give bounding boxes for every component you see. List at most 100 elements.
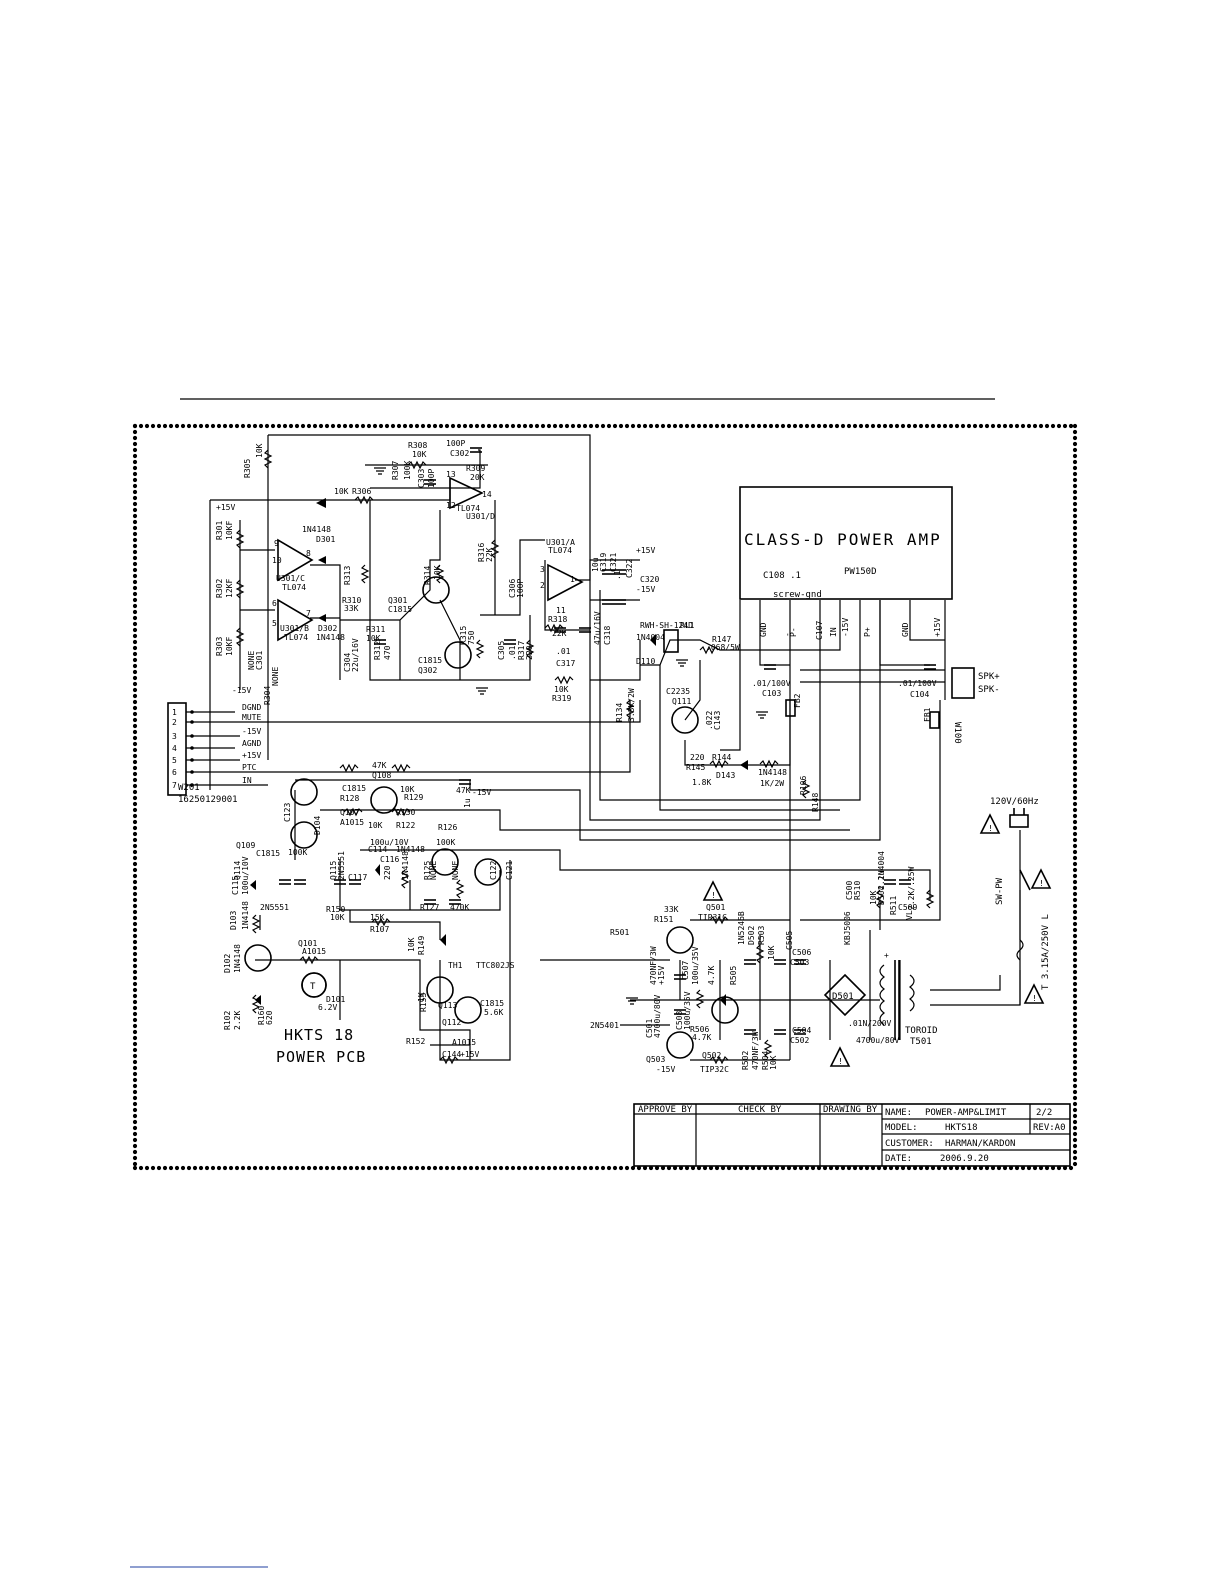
resistor <box>391 763 411 773</box>
component-label: C303 <box>417 469 426 488</box>
component-label: C104 <box>910 690 929 699</box>
component-label: 10K <box>869 890 878 905</box>
component-label: 2.2K <box>233 1011 242 1030</box>
resistor <box>525 639 535 659</box>
tb-check-by: CHECK BY <box>738 1105 782 1115</box>
component-label: RWH-SH-124D <box>640 621 693 630</box>
component-label: C103 <box>762 689 781 698</box>
component-label: 22u/16V <box>351 638 360 672</box>
resistor <box>801 779 811 799</box>
component-label: 12 <box>446 501 456 510</box>
svg-text:!: ! <box>1039 879 1044 888</box>
component-label: R310 <box>342 596 361 605</box>
component-label: 2.2u <box>877 871 886 890</box>
component-label: 100u/10V <box>370 838 409 847</box>
component-label: Q502 <box>702 1051 721 1060</box>
component-label: R147 <box>712 635 731 644</box>
resistor <box>455 879 465 899</box>
connector-pin-number: 4 <box>172 744 177 753</box>
component-label: 620 <box>265 1010 274 1025</box>
component-label: R511 <box>889 896 898 915</box>
component-label: GND <box>759 622 768 637</box>
component-label: Q107 <box>340 808 359 817</box>
component-label: 22K <box>552 629 567 638</box>
component-label: Q302 <box>418 666 437 675</box>
component-label: R319 <box>552 694 571 703</box>
component-label: 1N4148 <box>241 901 250 930</box>
component-label: C317 <box>556 659 575 668</box>
component-label: 4700u/80V <box>653 994 662 1038</box>
relay-rl1 <box>663 629 679 653</box>
component-label: 5 <box>272 619 277 628</box>
component-label: R305 <box>243 459 252 478</box>
component-label: 10K <box>366 634 381 643</box>
component-label: R505 <box>729 966 738 985</box>
component-label: R504 <box>761 1051 770 1070</box>
component-label: R303 <box>215 637 224 656</box>
amp-c108-label: C108 .1 <box>763 571 801 581</box>
component-label: +15V <box>460 1050 479 1059</box>
tb-model-value: HKTS18 <box>945 1123 978 1133</box>
component-label: R309 <box>466 464 485 473</box>
component-label: C504 <box>792 1026 811 1035</box>
component-label: 470K <box>450 903 469 912</box>
component-label: R317 <box>517 641 526 660</box>
component-label: TL074 <box>282 583 306 592</box>
component-label: R106 <box>799 776 808 795</box>
component-label: 4.7K <box>707 966 716 985</box>
board-title-line1: HKTS 18 <box>284 1026 354 1044</box>
component-label: 220 <box>383 865 392 880</box>
component-label: 10KF <box>225 637 234 656</box>
component-label: -15V <box>656 1065 675 1074</box>
component-label: NONE <box>247 651 256 670</box>
component-label: C506 <box>792 948 811 957</box>
component-label: D302 <box>318 624 337 633</box>
component-label: D110 <box>636 657 655 666</box>
mains-input: 120V/60Hz SW-PW T 3.15A/250V L <box>990 797 1051 990</box>
component-label: +15V <box>636 546 655 555</box>
component-label: GND <box>901 622 910 637</box>
connector-pin-number: 2 <box>172 718 177 727</box>
component-label: P- <box>789 627 798 637</box>
component-label: R502 <box>741 1051 750 1070</box>
component-label: R144 <box>712 753 731 762</box>
component-label: D504 <box>877 886 886 905</box>
component-label: 1.8K <box>692 778 711 787</box>
component-label: R316 <box>477 543 486 562</box>
connector-w201-ref: W201 <box>178 783 200 793</box>
component-label: C1815 <box>388 605 412 614</box>
warning-icon: ! <box>979 813 1001 834</box>
component-label: C305 <box>497 641 506 660</box>
component-label: 10K <box>400 785 415 794</box>
component-label: Q101 <box>298 939 317 948</box>
resistor <box>400 869 410 889</box>
component-label: 15K <box>370 913 385 922</box>
tb-sheet: 2/2 <box>1036 1108 1052 1118</box>
component-label: 100u/35V <box>691 946 700 985</box>
component-label: C1815 <box>342 784 366 793</box>
component-label: D101 <box>326 995 345 1004</box>
component-label: 2N5551 <box>337 851 346 880</box>
speaker-neg-label: SPK- <box>978 685 1000 695</box>
component-label: C320 <box>640 575 659 584</box>
component-label: R301 <box>215 521 224 540</box>
transistors <box>244 576 739 1059</box>
tb-drawing-by: DRAWING BY <box>823 1105 878 1115</box>
amp-module-label: CLASS-D POWER AMP <box>744 530 942 549</box>
resistor <box>925 889 935 909</box>
component-label: 10K <box>412 450 427 459</box>
component-label: R125 <box>423 861 432 880</box>
component-label: Q501 <box>706 903 725 912</box>
component-label: 1N4148 <box>302 525 331 534</box>
connector-pin-number: 6 <box>172 768 177 777</box>
component-label: R501 <box>610 928 629 937</box>
component-label: 9 <box>274 539 279 548</box>
component-label: R308 <box>408 441 427 450</box>
component-label: R510 <box>853 881 862 900</box>
component-label: 33K <box>344 604 359 613</box>
component-label: NONE <box>429 861 438 880</box>
svg-text:T: T <box>310 982 316 992</box>
component-label: R314 <box>423 566 432 585</box>
component-label: 10 <box>272 556 282 565</box>
